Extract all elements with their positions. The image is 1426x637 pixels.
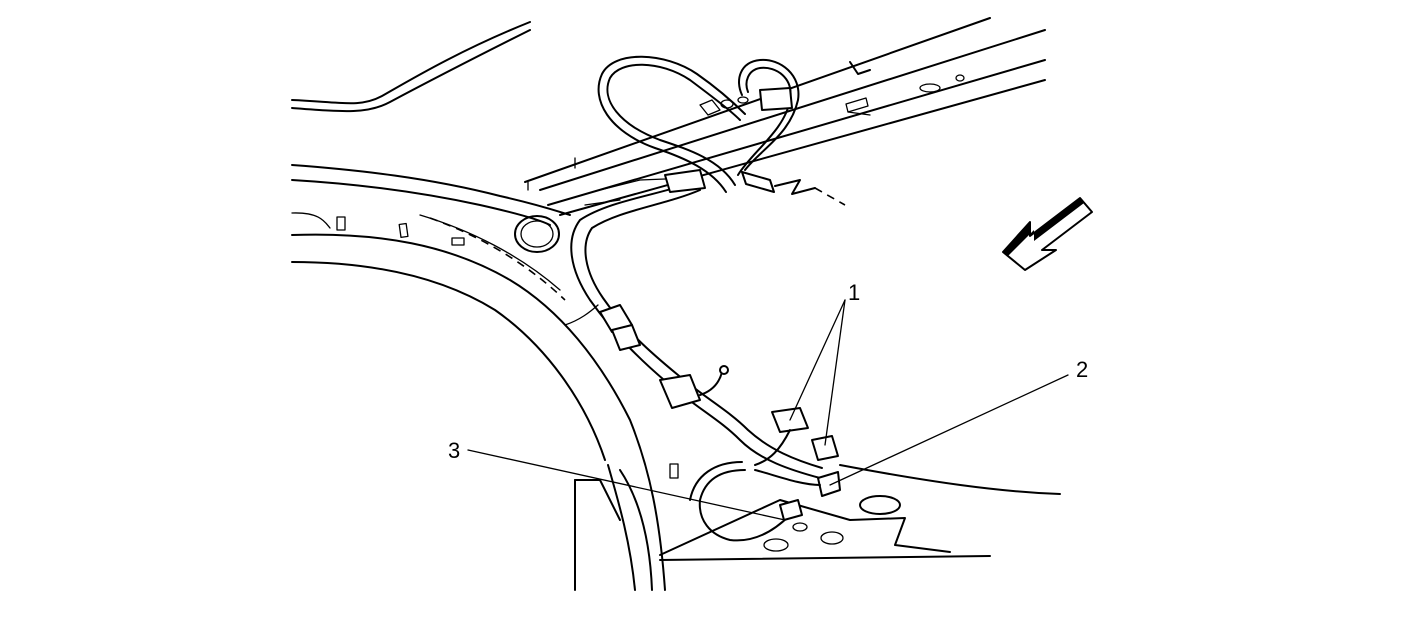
callout-leaders <box>467 299 1069 521</box>
connectors <box>689 407 841 542</box>
harness-pillar-run <box>564 169 823 479</box>
floor-pan <box>659 464 1061 561</box>
forward-arrow-icon <box>1002 197 1093 271</box>
quarter-pillar <box>291 164 679 591</box>
harness-roof-loop <box>597 55 846 206</box>
callout-1: 1 <box>848 280 860 305</box>
callout-3: 3 <box>448 438 460 463</box>
callout-2: 2 <box>1076 357 1088 382</box>
roof-rail <box>291 17 1046 216</box>
